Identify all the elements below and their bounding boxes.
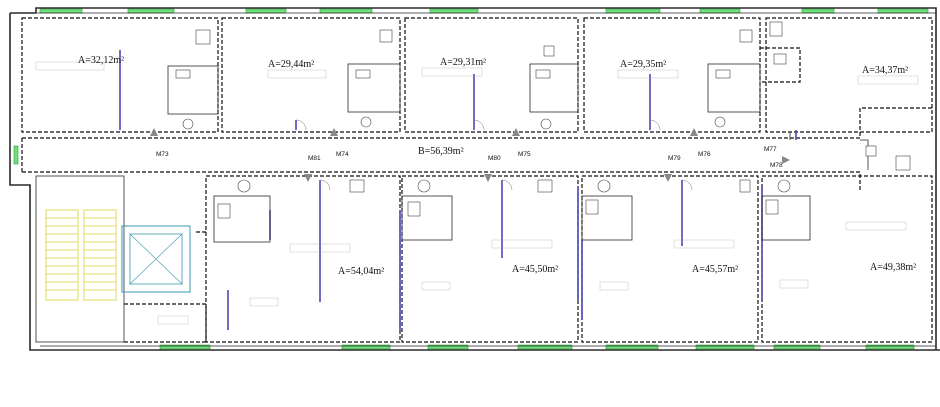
bathrooms-lower xyxy=(213,145,911,243)
room-area-label: A=29,44m² xyxy=(268,59,314,70)
door-label: M80 xyxy=(488,155,501,162)
door-arrow xyxy=(664,174,672,182)
door-label: M77 xyxy=(764,146,777,153)
area-labels: A=32,12m² A=29,44m² A=29,31m² A=29,35m² … xyxy=(78,55,916,277)
door-arrow xyxy=(782,156,790,164)
door-label: M79 xyxy=(668,155,681,162)
door-arrow xyxy=(330,128,338,136)
door-arrow xyxy=(150,128,158,136)
door-arrow xyxy=(690,128,698,136)
room-area-label: A=29,35m² xyxy=(620,59,666,70)
door-label: M73 xyxy=(156,151,169,158)
room-area-label: A=54,04m² xyxy=(338,266,384,277)
room-area-label: A=29,31m² xyxy=(440,57,486,68)
room-area-label: A=49,38m² xyxy=(870,262,916,273)
door-label: M78 xyxy=(770,162,783,169)
bathrooms-upper xyxy=(167,21,787,130)
room-area-label: A=34,37m² xyxy=(862,65,908,76)
room-area-label: A=45,50m² xyxy=(512,264,558,275)
stairwell xyxy=(35,175,191,343)
lower-rooms xyxy=(124,175,933,343)
upper-rooms xyxy=(21,17,933,133)
windows xyxy=(13,8,929,350)
door-label: M74 xyxy=(336,151,349,158)
door-label: M81 xyxy=(308,155,321,162)
door-labels: M73 M74 M75 M76 M77 M78 M79 M80 M81 xyxy=(156,146,783,169)
door-arrows xyxy=(150,128,790,182)
corridor xyxy=(21,107,932,190)
tiny-annotations xyxy=(35,61,919,325)
door-arrow xyxy=(304,174,312,182)
door-arrow xyxy=(512,128,520,136)
room-area-label: A=32,12m² xyxy=(78,55,124,66)
door-swings xyxy=(295,119,693,191)
door-label: M76 xyxy=(698,151,711,158)
door-arrow xyxy=(484,174,492,182)
outer-walls xyxy=(9,7,940,351)
door-label: M75 xyxy=(518,151,531,158)
corridor-area-label: B=56,39m² xyxy=(418,146,464,157)
room-area-label: A=45,57m² xyxy=(692,264,738,275)
